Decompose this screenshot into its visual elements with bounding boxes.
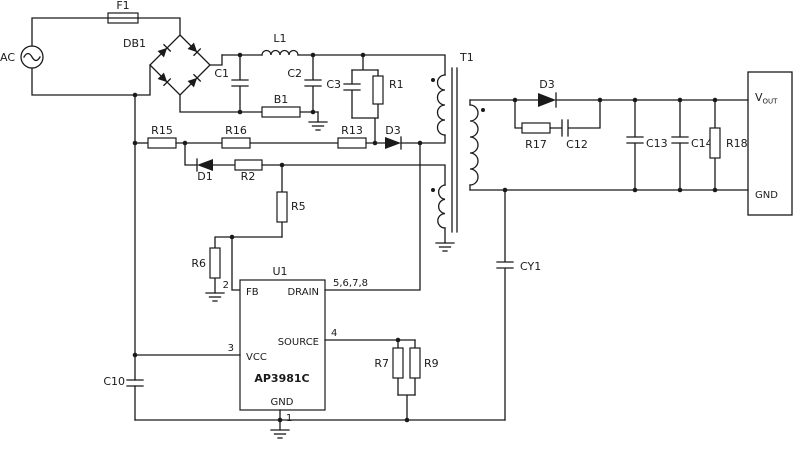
d1-label: D1 (197, 170, 212, 183)
controller-u1: U1 AP3981C FB DRAIN SOURCE VCC GND 2 5,6… (134, 142, 421, 439)
capacitor-c1: C1 (214, 54, 249, 113)
resistor-r16: R16 (221, 124, 251, 149)
u1-pin-gnd-number: 1 (286, 413, 292, 424)
c2-label: C2 (287, 67, 302, 80)
bridge-diode-icon (157, 72, 172, 87)
phase-dot-icon (431, 78, 435, 82)
sense-resistors: R7 R9 (374, 339, 439, 421)
resistor-r15: R15 (147, 124, 177, 149)
diode-d3-output: D3 (538, 78, 557, 108)
u1-pin-vcc-number: 3 (228, 343, 234, 354)
aux-feedback-line: D1 R2 R5 R6 (184, 142, 446, 302)
c10-label: C10 (103, 375, 125, 388)
ground-icon (205, 292, 225, 302)
u1-pin-drain-number: 5,6,7,8 (333, 278, 368, 289)
u1-pin-vcc-name: VCC (246, 352, 267, 363)
u1-pin-gnd-name: GND (271, 397, 294, 408)
capacitor-c10: C10 (103, 375, 144, 388)
diode-d1: D1 (196, 158, 213, 183)
startup-rail: R15 R16 R13 D3 (134, 124, 421, 150)
resistor-r13: R13 (337, 124, 367, 149)
vout-terminal-label: VOUT (755, 91, 778, 106)
phase-dot-icon (481, 108, 485, 112)
ground-icon (435, 242, 455, 252)
b1-label: B1 (274, 93, 289, 106)
ground-icon (270, 429, 290, 439)
r5-label: R5 (291, 200, 306, 213)
component-b1: B1 (261, 93, 301, 118)
capacitor-c14: C14 (671, 99, 713, 191)
bridge-diode-icon (187, 73, 202, 88)
cy1-label: CY1 (520, 260, 541, 273)
r9-label: R9 (424, 357, 439, 370)
output-connector: VOUT GND (747, 71, 793, 216)
u1-part-number: AP3981C (254, 372, 309, 385)
d3-clamp-label: D3 (385, 124, 400, 137)
resistor-r7: R7 (374, 339, 404, 396)
r16-label: R16 (225, 124, 247, 137)
output-snubber: R17 C12 (514, 99, 601, 151)
c13-label: C13 (646, 137, 668, 150)
ground-icon (308, 121, 328, 131)
resistor-r18: R18 (709, 99, 748, 191)
r7-label: R7 (374, 357, 389, 370)
r1-label: R1 (389, 78, 404, 91)
vout-prefix: V (755, 91, 763, 104)
capacitor-c13: C13 (626, 99, 668, 191)
r2-label: R2 (241, 170, 256, 183)
r18-label: R18 (726, 137, 748, 150)
ac-source: AC (0, 17, 151, 96)
fuse-f1: F1 (107, 0, 181, 36)
vout-subscript: OUT (763, 98, 779, 106)
gnd-terminal-label: GND (755, 190, 778, 201)
clamp-network: C3 R1 (326, 54, 404, 144)
l1-label: L1 (273, 32, 286, 45)
resistor-r9: R9 (409, 339, 439, 396)
bridge-rectifier-db1: DB1 (123, 34, 223, 96)
resistor-r5: R5 (276, 164, 306, 238)
d3-output-label: D3 (539, 78, 554, 91)
t1-label: T1 (459, 51, 474, 64)
u1-pin-source-number: 4 (331, 328, 337, 339)
u1-pin-fb-name: FB (246, 287, 259, 298)
resistor-r6: R6 (191, 236, 283, 302)
u1-pin-fb-number: 2 (223, 280, 229, 291)
capacitor-c2: C2 (287, 54, 322, 113)
capacitor-cy1: CY1 (496, 189, 541, 421)
r6-label: R6 (191, 257, 206, 270)
c3-label: C3 (326, 78, 341, 91)
r17-label: R17 (525, 138, 547, 151)
diode-d3-clamp: D3 (385, 124, 402, 150)
c14-label: C14 (691, 137, 713, 150)
f1-label: F1 (116, 0, 129, 12)
c12-label: C12 (566, 138, 588, 151)
output-stage: D3 R17 C12 C13 C14 R18 (469, 78, 749, 191)
capacitor-c3: C3 (326, 69, 361, 119)
r13-label: R13 (341, 124, 363, 137)
resistor-r2: R2 (234, 159, 263, 183)
db1-label: DB1 (123, 37, 146, 50)
phase-dot-icon (431, 188, 435, 192)
junction-dots (132, 52, 718, 423)
u1-pin-drain-name: DRAIN (287, 287, 319, 298)
u1-pin-source-name: SOURCE (278, 337, 319, 348)
u1-designator: U1 (272, 265, 287, 278)
c1-label: C1 (214, 67, 229, 80)
ac-label: AC (0, 51, 15, 64)
r15-label: R15 (151, 124, 173, 137)
resistor-r1: R1 (372, 69, 404, 119)
transformer-t1: T1 (419, 51, 485, 252)
input-filter: L1 C1 C2 B1 (179, 32, 446, 131)
